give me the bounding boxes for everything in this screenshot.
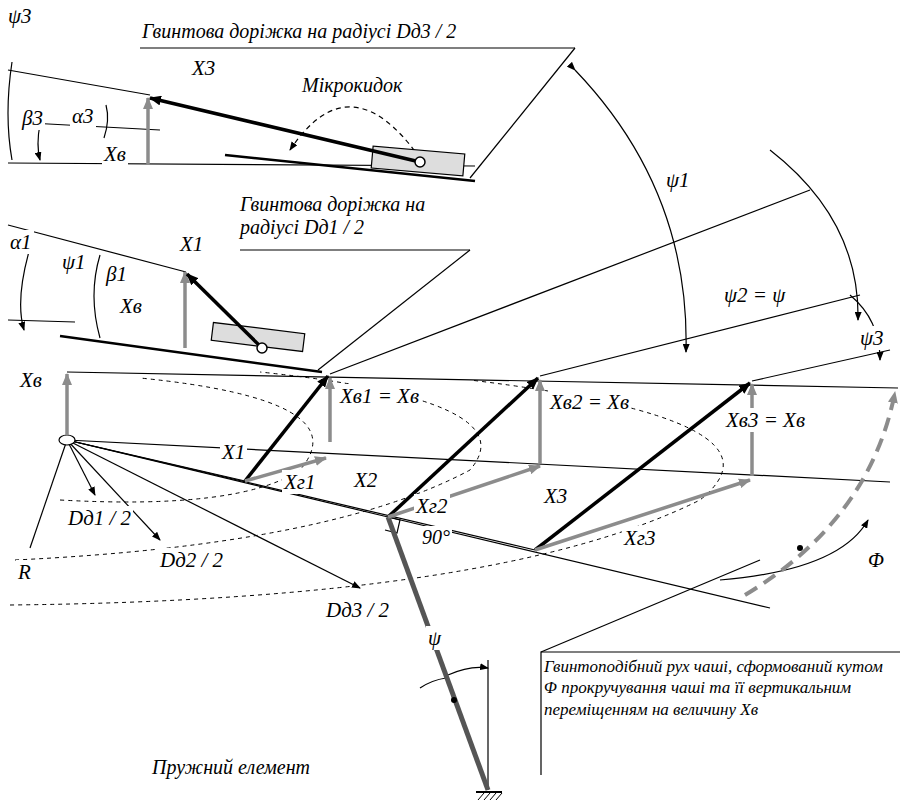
annotation-label: 90° <box>420 526 452 549</box>
annotation-label: Xв1 = Xв <box>338 384 421 408</box>
annotation-label: ψ3 <box>858 326 886 350</box>
annotation-label: Xг2 <box>414 494 450 518</box>
annotation-label: Гвинтоподібний рух чаші, сформований кут… <box>542 656 898 720</box>
annotation-label: Φ <box>866 548 886 572</box>
annotation-label: ψ3 <box>6 4 34 28</box>
annotation-label: Гвинтова доріжка на радіусі Dд1 / 2 <box>238 193 467 239</box>
annotation-label: X1 <box>220 440 247 464</box>
annotation-label: Xв <box>102 142 128 166</box>
annotation-label: ψ1 <box>60 250 88 274</box>
annotation-label: Xв3 = Xв <box>724 408 807 432</box>
annotation-label: Xв <box>18 368 44 392</box>
annotation-label: ψ <box>426 626 443 650</box>
annotation-label: α3 <box>70 104 96 128</box>
annotation-label: Xв2 = Xв <box>548 390 631 414</box>
annotation-label: β3 <box>20 106 45 130</box>
annotation-label: X2 <box>352 468 379 492</box>
annotation-label: β1 <box>104 262 129 286</box>
annotation-label: Xг1 <box>282 470 318 494</box>
annotation-label: X3 <box>190 56 217 80</box>
annotation-label: Пружний елемент <box>150 756 312 779</box>
annotation-label: Мікрокидок <box>300 74 404 97</box>
annotation-label: R <box>16 560 33 584</box>
annotation-label: ψ1 <box>664 168 692 192</box>
annotation-label: Dд1 / 2 <box>66 506 133 530</box>
annotation-label: X3 <box>542 484 569 508</box>
annotation-label: Гвинтова доріжка на радіусі Dд3 / 2 <box>140 20 458 43</box>
annotation-label: α1 <box>8 230 34 254</box>
annotation-label: Xг3 <box>622 526 658 550</box>
annotation-label: Dд3 / 2 <box>324 598 391 622</box>
annotation-label: X1 <box>178 232 205 256</box>
annotation-label: Xв <box>118 294 144 318</box>
annotation-label: ψ2 = ψ <box>722 283 787 307</box>
annotation-label: Dд2 / 2 <box>158 548 225 572</box>
